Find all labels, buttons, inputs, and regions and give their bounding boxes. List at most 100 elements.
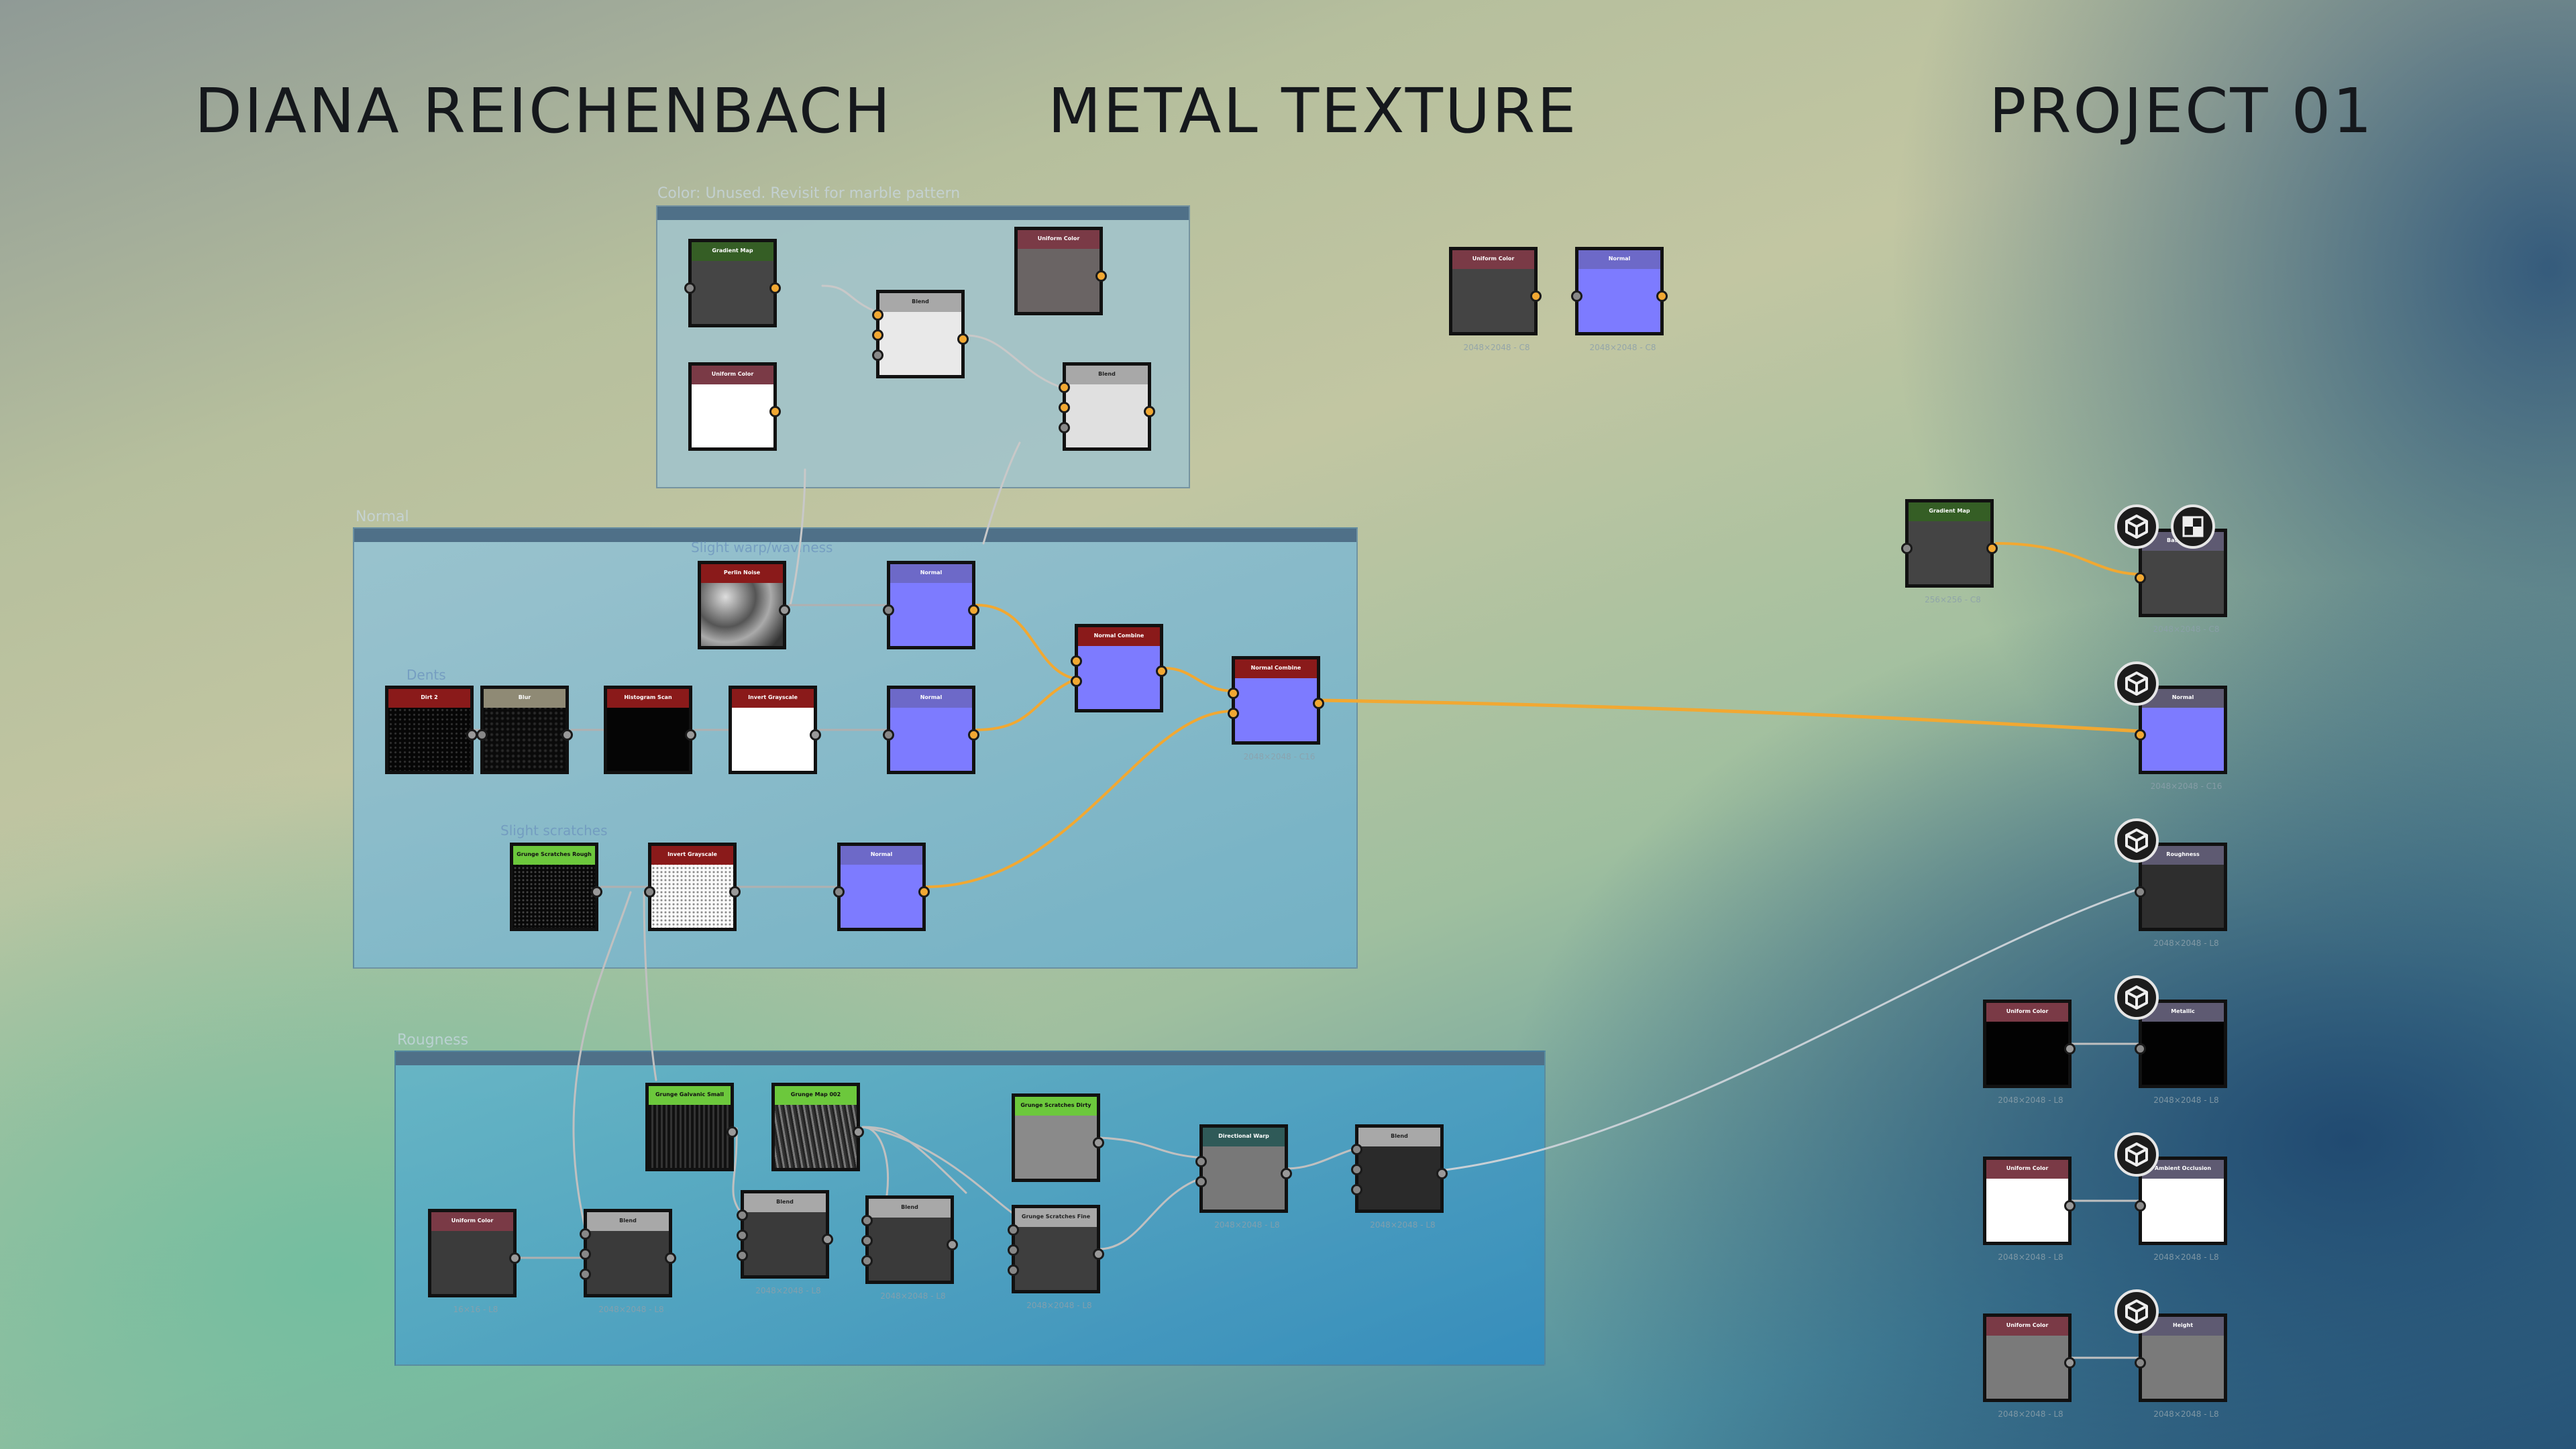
frame-roughness-bar[interactable] xyxy=(396,1052,1544,1065)
output-port[interactable] xyxy=(591,886,602,898)
input-port[interactable] xyxy=(1008,1265,1019,1276)
input-port[interactable] xyxy=(684,282,696,294)
input-port[interactable] xyxy=(737,1210,748,1221)
output-port[interactable] xyxy=(1986,543,1998,554)
node-perlin-noise[interactable]: Perlin Noise xyxy=(698,561,790,649)
node-uniform-color-6[interactable]: Uniform Color 2048×2048 - L8 xyxy=(1983,1157,2076,1262)
input-port[interactable] xyxy=(644,886,655,898)
frame-roughness[interactable] xyxy=(394,1051,1546,1366)
node-normal-combine-1[interactable]: Normal Combine xyxy=(1071,624,1167,712)
node-uniform-color-1[interactable]: Uniform Color xyxy=(688,362,781,451)
output-port[interactable] xyxy=(779,604,790,616)
input-port[interactable] xyxy=(580,1269,591,1280)
node-normal-3[interactable]: Normal xyxy=(833,843,930,931)
input-port[interactable] xyxy=(883,604,894,616)
input-port[interactable] xyxy=(833,886,845,898)
input-port[interactable] xyxy=(1351,1164,1362,1175)
input-port[interactable] xyxy=(872,350,883,361)
output-cube-icon[interactable] xyxy=(2114,1289,2159,1334)
node-normal-4[interactable]: Normal 2048×2048 - C8 xyxy=(1571,247,1668,352)
node-blend-3[interactable]: Blend 2048×2048 - L8 xyxy=(580,1209,676,1314)
node-blend-5[interactable]: Blend 2048×2048 - L8 xyxy=(861,1195,958,1301)
output-port[interactable] xyxy=(1156,665,1167,677)
checker-icon[interactable] xyxy=(2171,504,2215,549)
node-invert-grayscale-1[interactable]: Invert Grayscale xyxy=(729,686,821,774)
output-cube-icon[interactable] xyxy=(2114,818,2159,863)
input-port[interactable] xyxy=(476,729,488,741)
frame-color-bar[interactable] xyxy=(657,207,1189,220)
output-port[interactable] xyxy=(1436,1168,1448,1179)
output-port[interactable] xyxy=(947,1239,958,1250)
output-port[interactable] xyxy=(957,333,969,345)
node-uniform-color-7[interactable]: Uniform Color 2048×2048 - L8 xyxy=(1983,1313,2076,1419)
output-cube-icon[interactable] xyxy=(2114,975,2159,1020)
output-port[interactable] xyxy=(1093,1248,1104,1260)
input-port[interactable] xyxy=(580,1248,591,1260)
output-port[interactable] xyxy=(853,1126,864,1138)
input-port[interactable] xyxy=(1351,1144,1362,1155)
node-grunge-map-002[interactable]: Grunge Map 002 xyxy=(771,1083,864,1171)
node-blur[interactable]: Blur xyxy=(476,686,573,774)
input-port[interactable] xyxy=(2135,572,2146,584)
node-uniform-color-5[interactable]: Uniform Color 2048×2048 - L8 xyxy=(1983,1000,2076,1105)
output-port[interactable] xyxy=(729,886,741,898)
node-grunge-scratches-rough[interactable]: Grunge Scratches Rough xyxy=(510,843,602,931)
input-port[interactable] xyxy=(861,1255,873,1267)
node-output-height[interactable]: Height 2048×2048 - L8 xyxy=(2135,1313,2227,1419)
output-cube-icon[interactable] xyxy=(2114,504,2159,549)
input-port[interactable] xyxy=(1059,402,1070,413)
input-port[interactable] xyxy=(2135,1043,2146,1055)
output-port[interactable] xyxy=(1144,406,1155,417)
input-port[interactable] xyxy=(1351,1184,1362,1195)
node-grunge-scratches-fine[interactable]: Grunge Scratches Fine 2048×2048 - L8 xyxy=(1008,1205,1104,1310)
output-port[interactable] xyxy=(2064,1200,2076,1212)
input-port[interactable] xyxy=(580,1228,591,1240)
input-port[interactable] xyxy=(1008,1244,1019,1256)
node-uniform-color-4[interactable]: Uniform Color 2048×2048 - C8 xyxy=(1449,247,1542,352)
node-blend-4[interactable]: Blend 2048×2048 - L8 xyxy=(737,1190,833,1295)
input-port[interactable] xyxy=(872,329,883,341)
node-histogram-scan[interactable]: Histogram Scan xyxy=(604,686,696,774)
node-output-normal[interactable]: Normal 2048×2048 - C16 xyxy=(2135,686,2227,791)
input-port[interactable] xyxy=(861,1235,873,1246)
node-normal-1[interactable]: Normal xyxy=(883,561,979,649)
input-port[interactable] xyxy=(2135,1357,2146,1368)
output-port[interactable] xyxy=(1095,270,1107,282)
input-port[interactable] xyxy=(1228,708,1239,719)
node-uniform-color-3[interactable]: Uniform Color 16×16 - L8 xyxy=(428,1209,521,1314)
output-port[interactable] xyxy=(822,1234,833,1245)
output-port[interactable] xyxy=(918,886,930,898)
output-port[interactable] xyxy=(561,729,573,741)
output-port[interactable] xyxy=(727,1126,738,1138)
input-port[interactable] xyxy=(1195,1156,1207,1167)
output-port[interactable] xyxy=(1530,290,1542,302)
output-port[interactable] xyxy=(1093,1137,1104,1148)
input-port[interactable] xyxy=(1059,382,1070,393)
input-port[interactable] xyxy=(1571,290,1582,302)
input-port[interactable] xyxy=(872,309,883,321)
input-port[interactable] xyxy=(1901,543,1913,554)
output-cube-icon[interactable] xyxy=(2114,1132,2159,1177)
output-port[interactable] xyxy=(769,282,781,294)
output-port[interactable] xyxy=(685,729,696,741)
node-blend-7[interactable]: Blend 2048×2048 - L8 xyxy=(1351,1124,1448,1230)
input-port[interactable] xyxy=(2135,729,2146,741)
node-blend-1[interactable]: Blend xyxy=(872,290,969,378)
input-port[interactable] xyxy=(861,1215,873,1226)
frame-normal-bar[interactable] xyxy=(354,529,1356,542)
output-port[interactable] xyxy=(810,729,821,741)
input-port[interactable] xyxy=(1228,688,1239,699)
output-port[interactable] xyxy=(1281,1168,1292,1179)
node-dirt-2[interactable]: Dirt 2 xyxy=(385,686,478,774)
input-port[interactable] xyxy=(883,729,894,741)
input-port[interactable] xyxy=(1195,1176,1207,1187)
node-output-metallic[interactable]: Metallic 2048×2048 - L8 xyxy=(2135,1000,2227,1105)
input-port[interactable] xyxy=(737,1250,748,1261)
output-port[interactable] xyxy=(1656,290,1668,302)
input-port[interactable] xyxy=(2135,886,2146,898)
input-port[interactable] xyxy=(2135,1200,2146,1212)
node-grunge-galvanic-small[interactable]: Grunge Galvanic Small xyxy=(645,1083,738,1171)
output-port[interactable] xyxy=(1313,698,1324,709)
node-grunge-scratches-dirty[interactable]: Grunge Scratches Dirty xyxy=(1012,1093,1104,1182)
output-cube-icon[interactable] xyxy=(2114,661,2159,706)
